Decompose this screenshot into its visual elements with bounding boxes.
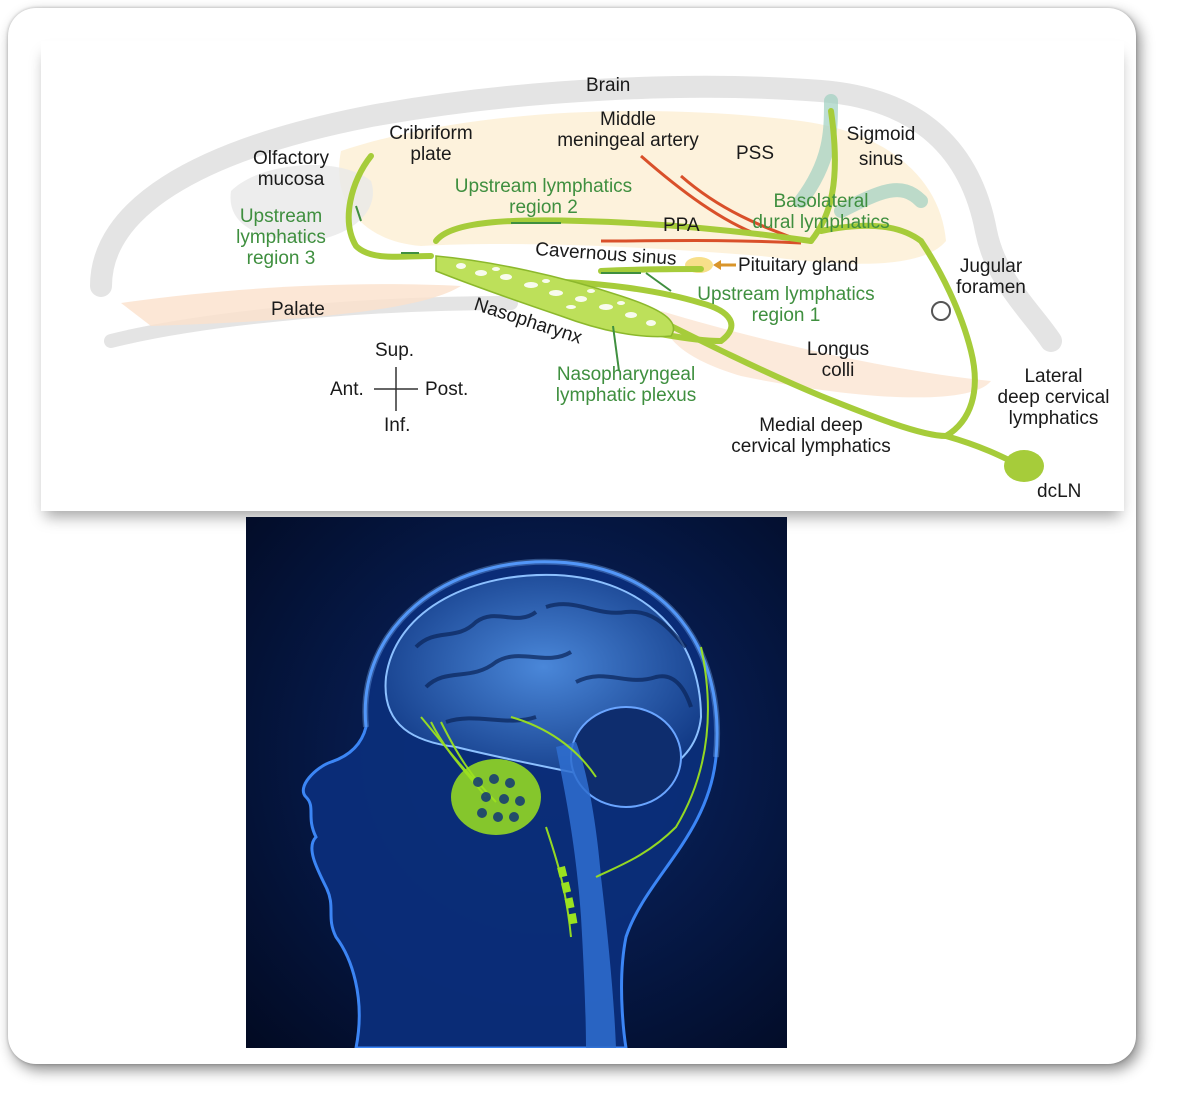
skull-outline (90, 75, 1062, 352)
label-jugular-foramen-line1: Jugular (959, 256, 1023, 277)
label-basolateral-line1: Basolateral (773, 191, 869, 212)
mouse-head-lymphatics-diagram: Brain Middle meningeal artery PSS Sigmoi… (41, 41, 1124, 511)
compass-post: Post. (425, 379, 469, 400)
label-longus-colli-line2: colli (821, 360, 855, 381)
label-cribriform-plate-line1: Cribriform (389, 123, 473, 144)
label-longus-colli-line1: Longus (806, 339, 870, 360)
label-jugular-foramen-line2: foramen (956, 277, 1026, 298)
compass-arrows (374, 367, 418, 411)
label-sigmoid-sinus-line1: Sigmoid (846, 124, 916, 145)
label-dcln: dcLN (1037, 481, 1082, 502)
olfactory-bulb (230, 164, 373, 241)
label-middle-meningeal-artery-line1: Middle (600, 109, 656, 130)
label-nasopharyngeal-plexus-line1: Nasopharyngeal (556, 364, 696, 385)
label-upstream-region3-line2: lymphatics (236, 227, 326, 248)
label-ppa: PPA (663, 215, 700, 236)
label-lateral-dcl-line3: lymphatics (1008, 408, 1099, 429)
human-head-illustration (246, 517, 787, 1048)
cervical-lymph-chain (557, 866, 578, 928)
head-artwork (302, 558, 721, 1048)
longus-colli-region (661, 311, 991, 398)
label-basolateral-line2: dural lymphatics (752, 212, 890, 233)
label-middle-meningeal-artery-line2: meningeal artery (557, 130, 699, 151)
nasopharyngeal-plexus-shape (435, 255, 675, 338)
compass-sup: Sup. (375, 340, 415, 361)
label-upstream-region2-line2: region 2 (509, 197, 578, 218)
label-upstream-region1-line2: region 1 (751, 305, 821, 326)
brain-folds (414, 602, 693, 724)
figure-card: Brain Middle meningeal artery PSS Sigmoi… (8, 8, 1136, 1064)
plexus-holes (456, 263, 656, 326)
label-medial-dcl-line2: cervical lymphatics (731, 436, 891, 457)
compass-ant: Ant. (330, 379, 364, 400)
label-upstream-region3-line1: Upstream (239, 206, 323, 227)
label-sigmoid-sinus-line2: sinus (858, 149, 904, 170)
label-upstream-region1-line1: Upstream lymphatics (697, 284, 875, 305)
compass-inf: Inf. (384, 415, 411, 436)
label-palate: Palate (271, 299, 325, 320)
jugular-foramen-ring (931, 301, 951, 321)
lymph-plexus (451, 759, 541, 835)
label-upstream-region3-line3: region 3 (246, 248, 316, 269)
label-olfactory-mucosa-line2: mucosa (257, 169, 325, 190)
dcln-node (1004, 450, 1044, 482)
label-pss: PSS (736, 143, 775, 164)
flow-arrows (355, 205, 672, 372)
palate-region (121, 284, 461, 326)
label-cribriform-plate-line2: plate (410, 144, 452, 165)
label-lateral-dcl-line1: Lateral (1024, 366, 1083, 387)
label-brain: Brain (586, 75, 631, 96)
diagram-artwork (90, 75, 1062, 482)
label-olfactory-mucosa-line1: Olfactory (252, 148, 330, 169)
label-nasopharyngeal-plexus-line2: lymphatic plexus (555, 385, 697, 406)
label-pituitary-gland: Pituitary gland (738, 255, 859, 276)
label-medial-dcl-line1: Medial deep (759, 415, 863, 436)
label-lateral-dcl-line2: deep cervical (997, 387, 1110, 408)
spinal-cord (556, 742, 616, 1048)
brain-region (339, 111, 946, 264)
label-upstream-region2-line1: Upstream lymphatics (454, 176, 633, 197)
